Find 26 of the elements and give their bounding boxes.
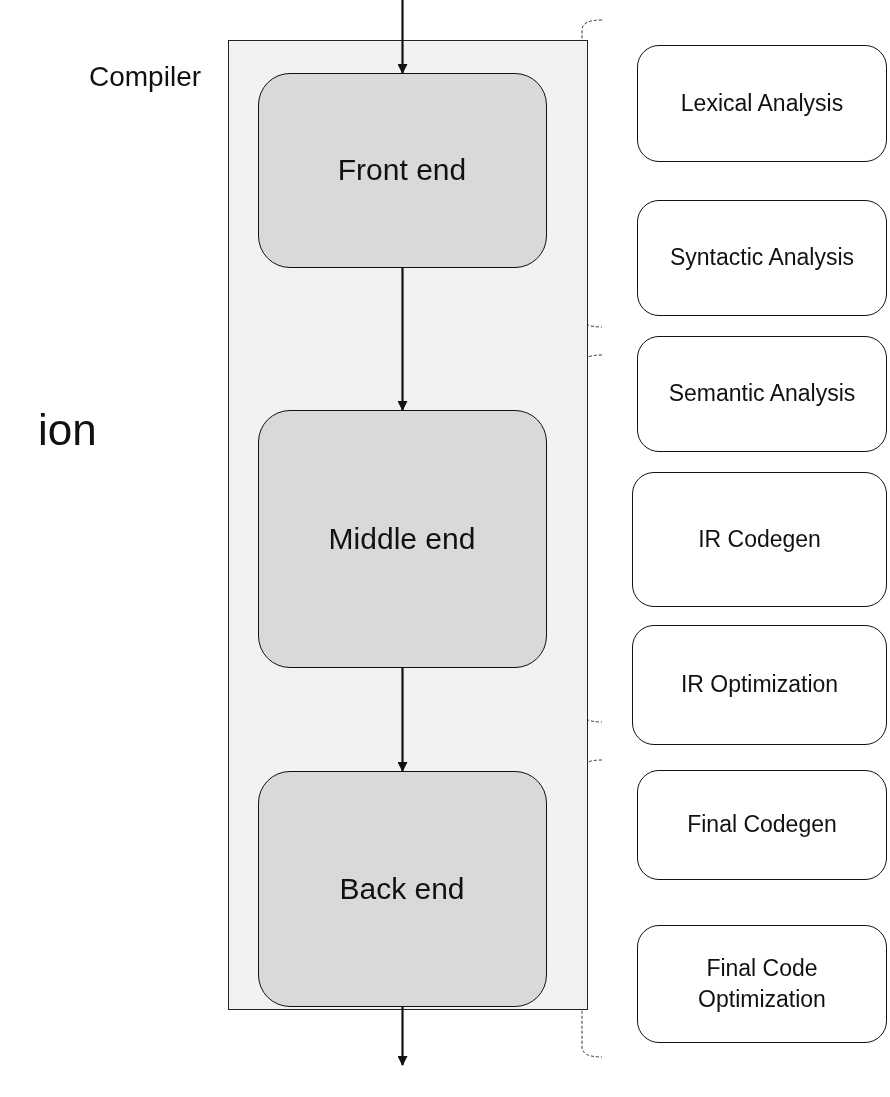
phase-box: [632, 625, 887, 745]
box-label: Syntactic Analysis: [669, 243, 855, 273]
box-label: Back end: [339, 871, 465, 906]
arrow: [397, 668, 408, 772]
box-label: Lexical Analysis: [680, 88, 844, 118]
phase-box: [637, 925, 887, 1043]
box-label: Front end: [337, 153, 467, 187]
text-fragment: ion: [38, 405, 97, 455]
stage-box: [257, 409, 547, 668]
box-label: IR Codegen: [698, 524, 821, 554]
container-title: Compiler: [89, 61, 202, 93]
phase-box: [637, 200, 887, 316]
stage-box: [257, 72, 547, 268]
phase-box: [637, 770, 887, 880]
box-label: IR Optimization: [680, 670, 839, 700]
stage-box: [257, 770, 547, 1007]
phase-box: [637, 45, 887, 162]
box-label: Semantic Analysis: [668, 379, 856, 409]
phase-box: [637, 336, 887, 452]
arrow: [397, 268, 408, 411]
arrow: [397, 1007, 408, 1066]
arrow: [397, 0, 408, 74]
phase-box: [632, 472, 887, 607]
box-label: Final Code Optimization: [697, 953, 827, 1014]
box-label: Final Codegen: [687, 810, 837, 840]
box-label: Middle end: [328, 521, 476, 556]
